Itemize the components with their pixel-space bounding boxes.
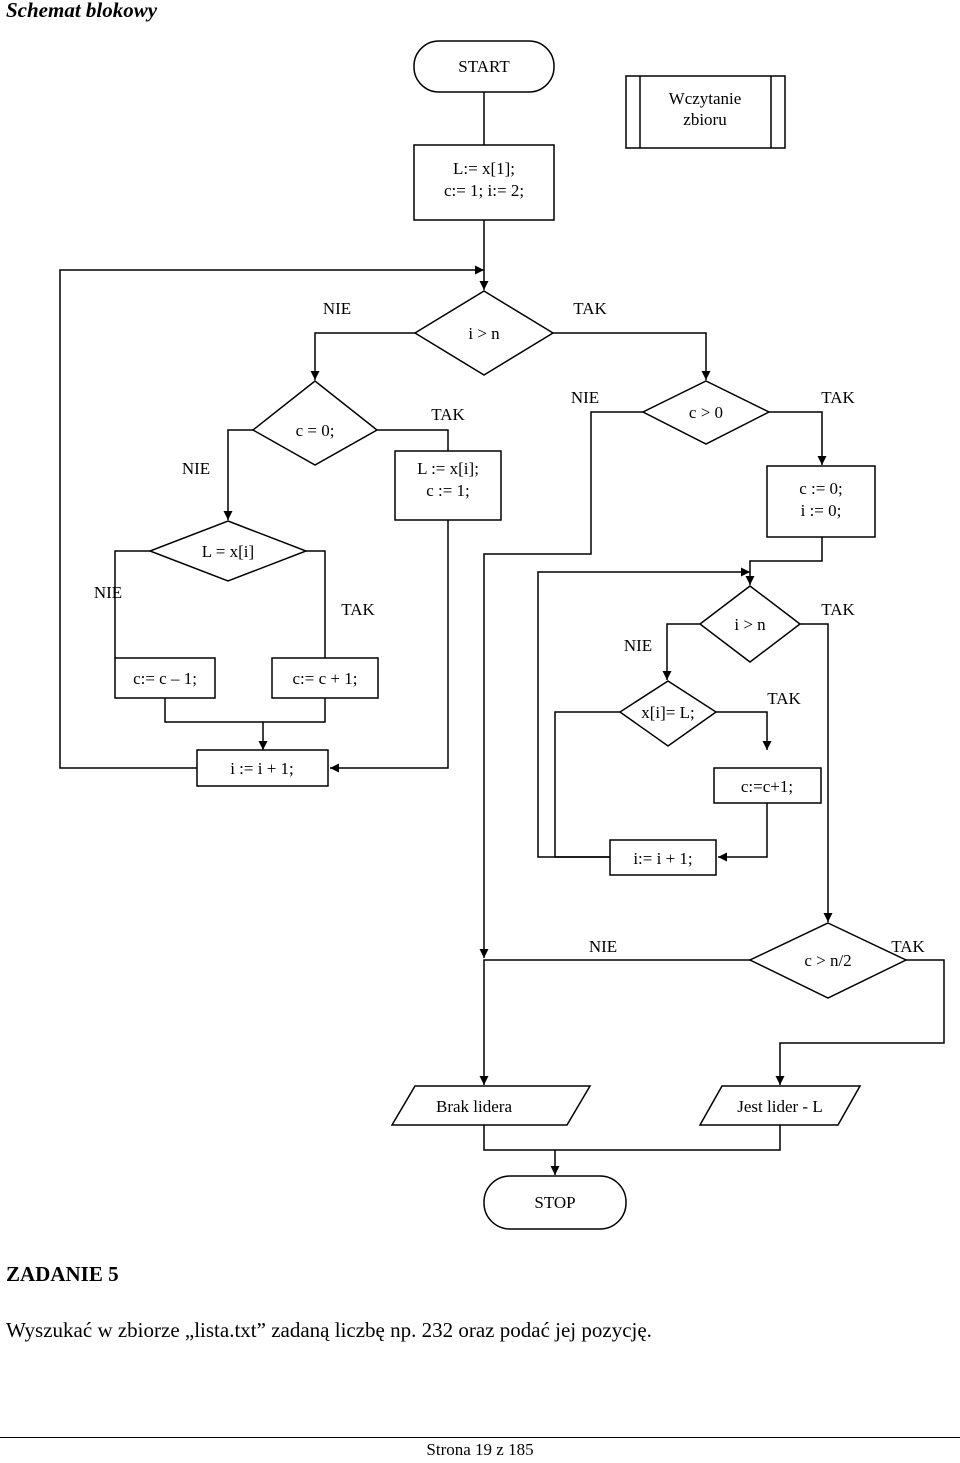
label-yes: TAK: [891, 937, 925, 956]
reset-c-i-block: c := 0; i := 0;: [766, 465, 876, 538]
decision-i-gt-n-outer: i > n: [413, 290, 555, 376]
label-no: NIE: [589, 937, 617, 956]
decision-i-gt-n-outer-label: i > n: [468, 324, 500, 343]
decision-L-eq-xi-label: L = x[i]: [202, 542, 254, 561]
stop-terminal: STOP: [483, 1175, 627, 1230]
input-block: Wczytanie zbioru: [625, 75, 786, 149]
decision-c-gt-0: c > 0: [641, 380, 771, 445]
label-no: NIE: [182, 459, 210, 478]
assign-c-line: c := 1;: [426, 481, 470, 500]
inc-c-inner-block: c:=c+1;: [713, 767, 822, 804]
input-line-1: Wczytanie: [669, 89, 742, 108]
label-yes: TAK: [341, 600, 375, 619]
decision-c-eq-0: c = 0;: [251, 380, 379, 466]
assign-L-line: L := x[i];: [417, 459, 479, 478]
dec-c-label: c:= c – 1;: [133, 669, 197, 688]
connectors: [59, 92, 945, 1175]
branch-labels: NIE TAK TAK NIE TAK NIE NIE TAK NIE TAK …: [94, 299, 926, 956]
decision-i-gt-n-inner-label: i > n: [734, 615, 766, 634]
label-no: NIE: [571, 388, 599, 407]
decision-xi-eq-L: x[i]= L;: [618, 680, 718, 747]
decision-L-eq-xi: L = x[i]: [147, 520, 309, 582]
decision-c-gt-half-n: c > n/2: [748, 922, 908, 999]
output-no-leader-label: Brak lidera: [436, 1097, 512, 1116]
task-heading: ZADANIE 5: [6, 1262, 119, 1286]
init-block: L:= x[1]; c:= 1; i:= 2;: [413, 144, 555, 221]
inc-c-label: c:= c + 1;: [293, 669, 358, 688]
label-yes: TAK: [767, 689, 801, 708]
label-no: NIE: [323, 299, 351, 318]
label-no: NIE: [94, 583, 122, 602]
label-yes: TAK: [821, 388, 855, 407]
footer-divider: [0, 1437, 960, 1438]
inc-c-block: c:= c + 1;: [271, 657, 379, 699]
inc-i-outer-label: i := i + 1;: [230, 759, 294, 778]
decision-i-gt-n-inner: i > n: [698, 585, 802, 663]
stop-label: STOP: [534, 1193, 575, 1212]
reset-i-line: i := 0;: [801, 501, 842, 520]
inc-i-inner-label: i:= i + 1;: [633, 849, 692, 868]
assign-L-c-block: L := x[i]; c := 1;: [394, 450, 502, 521]
output-leader: Jest lider - L: [698, 1085, 862, 1126]
inc-i-inner-block: i:= i + 1;: [609, 839, 717, 876]
label-yes: TAK: [431, 405, 465, 424]
reset-c-line: c := 0;: [799, 479, 843, 498]
page-title: Schemat blokowy: [6, 0, 158, 22]
decision-xi-eq-L-label: x[i]= L;: [641, 703, 695, 722]
inc-i-outer-block: i := i + 1;: [196, 749, 329, 787]
decision-c-eq-0-label: c = 0;: [296, 421, 335, 440]
start-terminal: START: [413, 40, 555, 93]
decision-c-gt-0-label: c > 0: [689, 403, 723, 422]
task-text: Wyszukać w zbiorze „lista.txt” zadaną li…: [6, 1318, 652, 1342]
input-line-2: zbioru: [683, 110, 727, 129]
label-yes: TAK: [821, 600, 855, 619]
flowchart: START Wczytanie zbioru L:= x[1]; c:= 1; …: [59, 40, 945, 1230]
output-no-leader: Brak lidera: [390, 1085, 592, 1126]
dec-c-block: c:= c – 1;: [114, 657, 216, 699]
label-yes: TAK: [573, 299, 607, 318]
inc-c-inner-label: c:=c+1;: [741, 777, 793, 796]
start-label: START: [458, 57, 510, 76]
page-number: Strona 19 z 185: [426, 1440, 534, 1459]
label-no: NIE: [624, 636, 652, 655]
init-line-2: c:= 1; i:= 2;: [444, 181, 524, 200]
output-leader-label: Jest lider - L: [737, 1097, 822, 1116]
decision-c-gt-half-n-label: c > n/2: [804, 951, 851, 970]
init-line-1: L:= x[1];: [453, 159, 515, 178]
